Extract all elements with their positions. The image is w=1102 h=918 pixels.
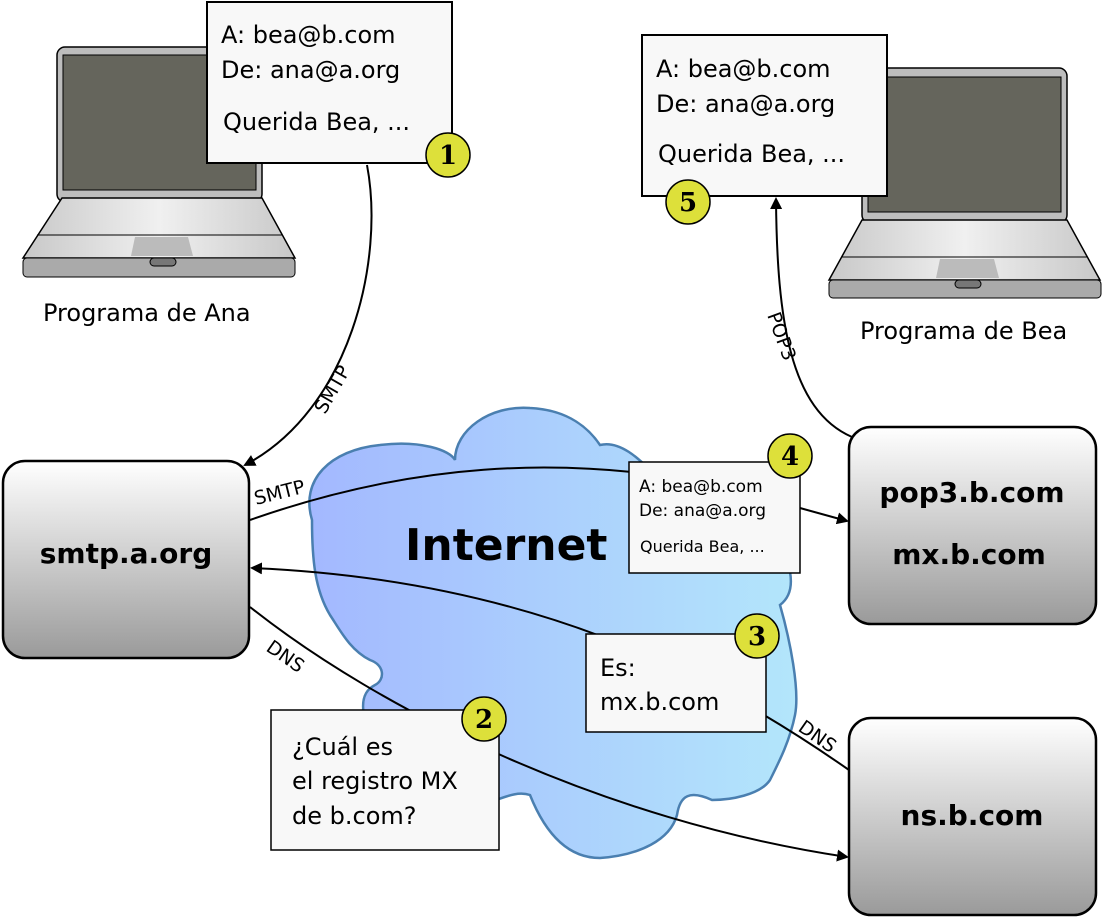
server-pop3-mx: pop3.b.com mx.b.com bbox=[847, 425, 1098, 626]
letter-body: Querida Bea, ... bbox=[658, 140, 845, 168]
badge-number: 3 bbox=[748, 622, 766, 652]
server-label: smtp.a.org bbox=[40, 537, 213, 570]
server-ns: ns.b.com bbox=[847, 716, 1098, 917]
edge-label-dns: DNS bbox=[794, 716, 840, 757]
letter-to: A: bea@b.com bbox=[656, 55, 831, 83]
step-badge-2: 2 bbox=[461, 696, 507, 742]
letter-body: Querida Bea, ... bbox=[640, 537, 765, 556]
query-line: ¿Cuál es bbox=[292, 733, 393, 761]
server-label: ns.b.com bbox=[901, 799, 1044, 832]
badge-number: 2 bbox=[475, 705, 493, 735]
query-line: el registro MX bbox=[292, 767, 458, 795]
laptop-label-ana: Programa de Ana bbox=[43, 299, 251, 327]
dns-answer-box: Es: mx.b.com bbox=[585, 633, 767, 733]
smtp-edge-relay-end bbox=[799, 507, 849, 525]
letter-from: De: ana@a.org bbox=[221, 56, 400, 84]
letter-bea: A: bea@b.com De: ana@a.org Querida Bea, … bbox=[641, 34, 888, 197]
pop3-edge bbox=[770, 197, 853, 438]
query-line: de b.com? bbox=[292, 802, 417, 830]
edge-label-pop3: POP3 bbox=[762, 309, 800, 363]
edge-label-smtp: SMTP bbox=[310, 362, 355, 418]
step-badge-5: 5 bbox=[665, 179, 711, 225]
smtp-edge-ana bbox=[243, 164, 373, 466]
badge-number: 5 bbox=[679, 188, 697, 218]
edge-label-dns: DNS bbox=[262, 636, 308, 677]
laptop-label-bea: Programa de Bea bbox=[860, 317, 1067, 345]
step-badge-3: 3 bbox=[734, 613, 780, 659]
dns-query-edge bbox=[249, 606, 849, 862]
step-badge-1: 1 bbox=[425, 132, 471, 178]
answer-line: Es: bbox=[600, 654, 636, 682]
letter-ana: A: bea@b.com De: ana@a.org Querida Bea, … bbox=[206, 1, 453, 164]
server-smtp: smtp.a.org bbox=[1, 459, 251, 660]
letter-relay: A: bea@b.com De: ana@a.org Querida Bea, … bbox=[628, 461, 801, 574]
letter-to: A: bea@b.com bbox=[221, 21, 396, 49]
dns-query-box: ¿Cuál es el registro MX de b.com? bbox=[270, 709, 500, 851]
laptop-bea bbox=[827, 67, 1102, 299]
internet-label: Internet bbox=[405, 520, 607, 571]
badge-number: 4 bbox=[781, 442, 799, 472]
letter-body: Querida Bea, ... bbox=[223, 108, 410, 136]
badge-number: 1 bbox=[439, 141, 457, 171]
letter-from: De: ana@a.org bbox=[656, 90, 835, 118]
step-badge-4: 4 bbox=[767, 433, 813, 479]
letter-from: De: ana@a.org bbox=[639, 501, 766, 521]
server-label: pop3.b.com bbox=[879, 476, 1064, 509]
answer-line: mx.b.com bbox=[600, 688, 719, 716]
server-label: mx.b.com bbox=[892, 538, 1046, 571]
letter-to: A: bea@b.com bbox=[639, 477, 763, 497]
